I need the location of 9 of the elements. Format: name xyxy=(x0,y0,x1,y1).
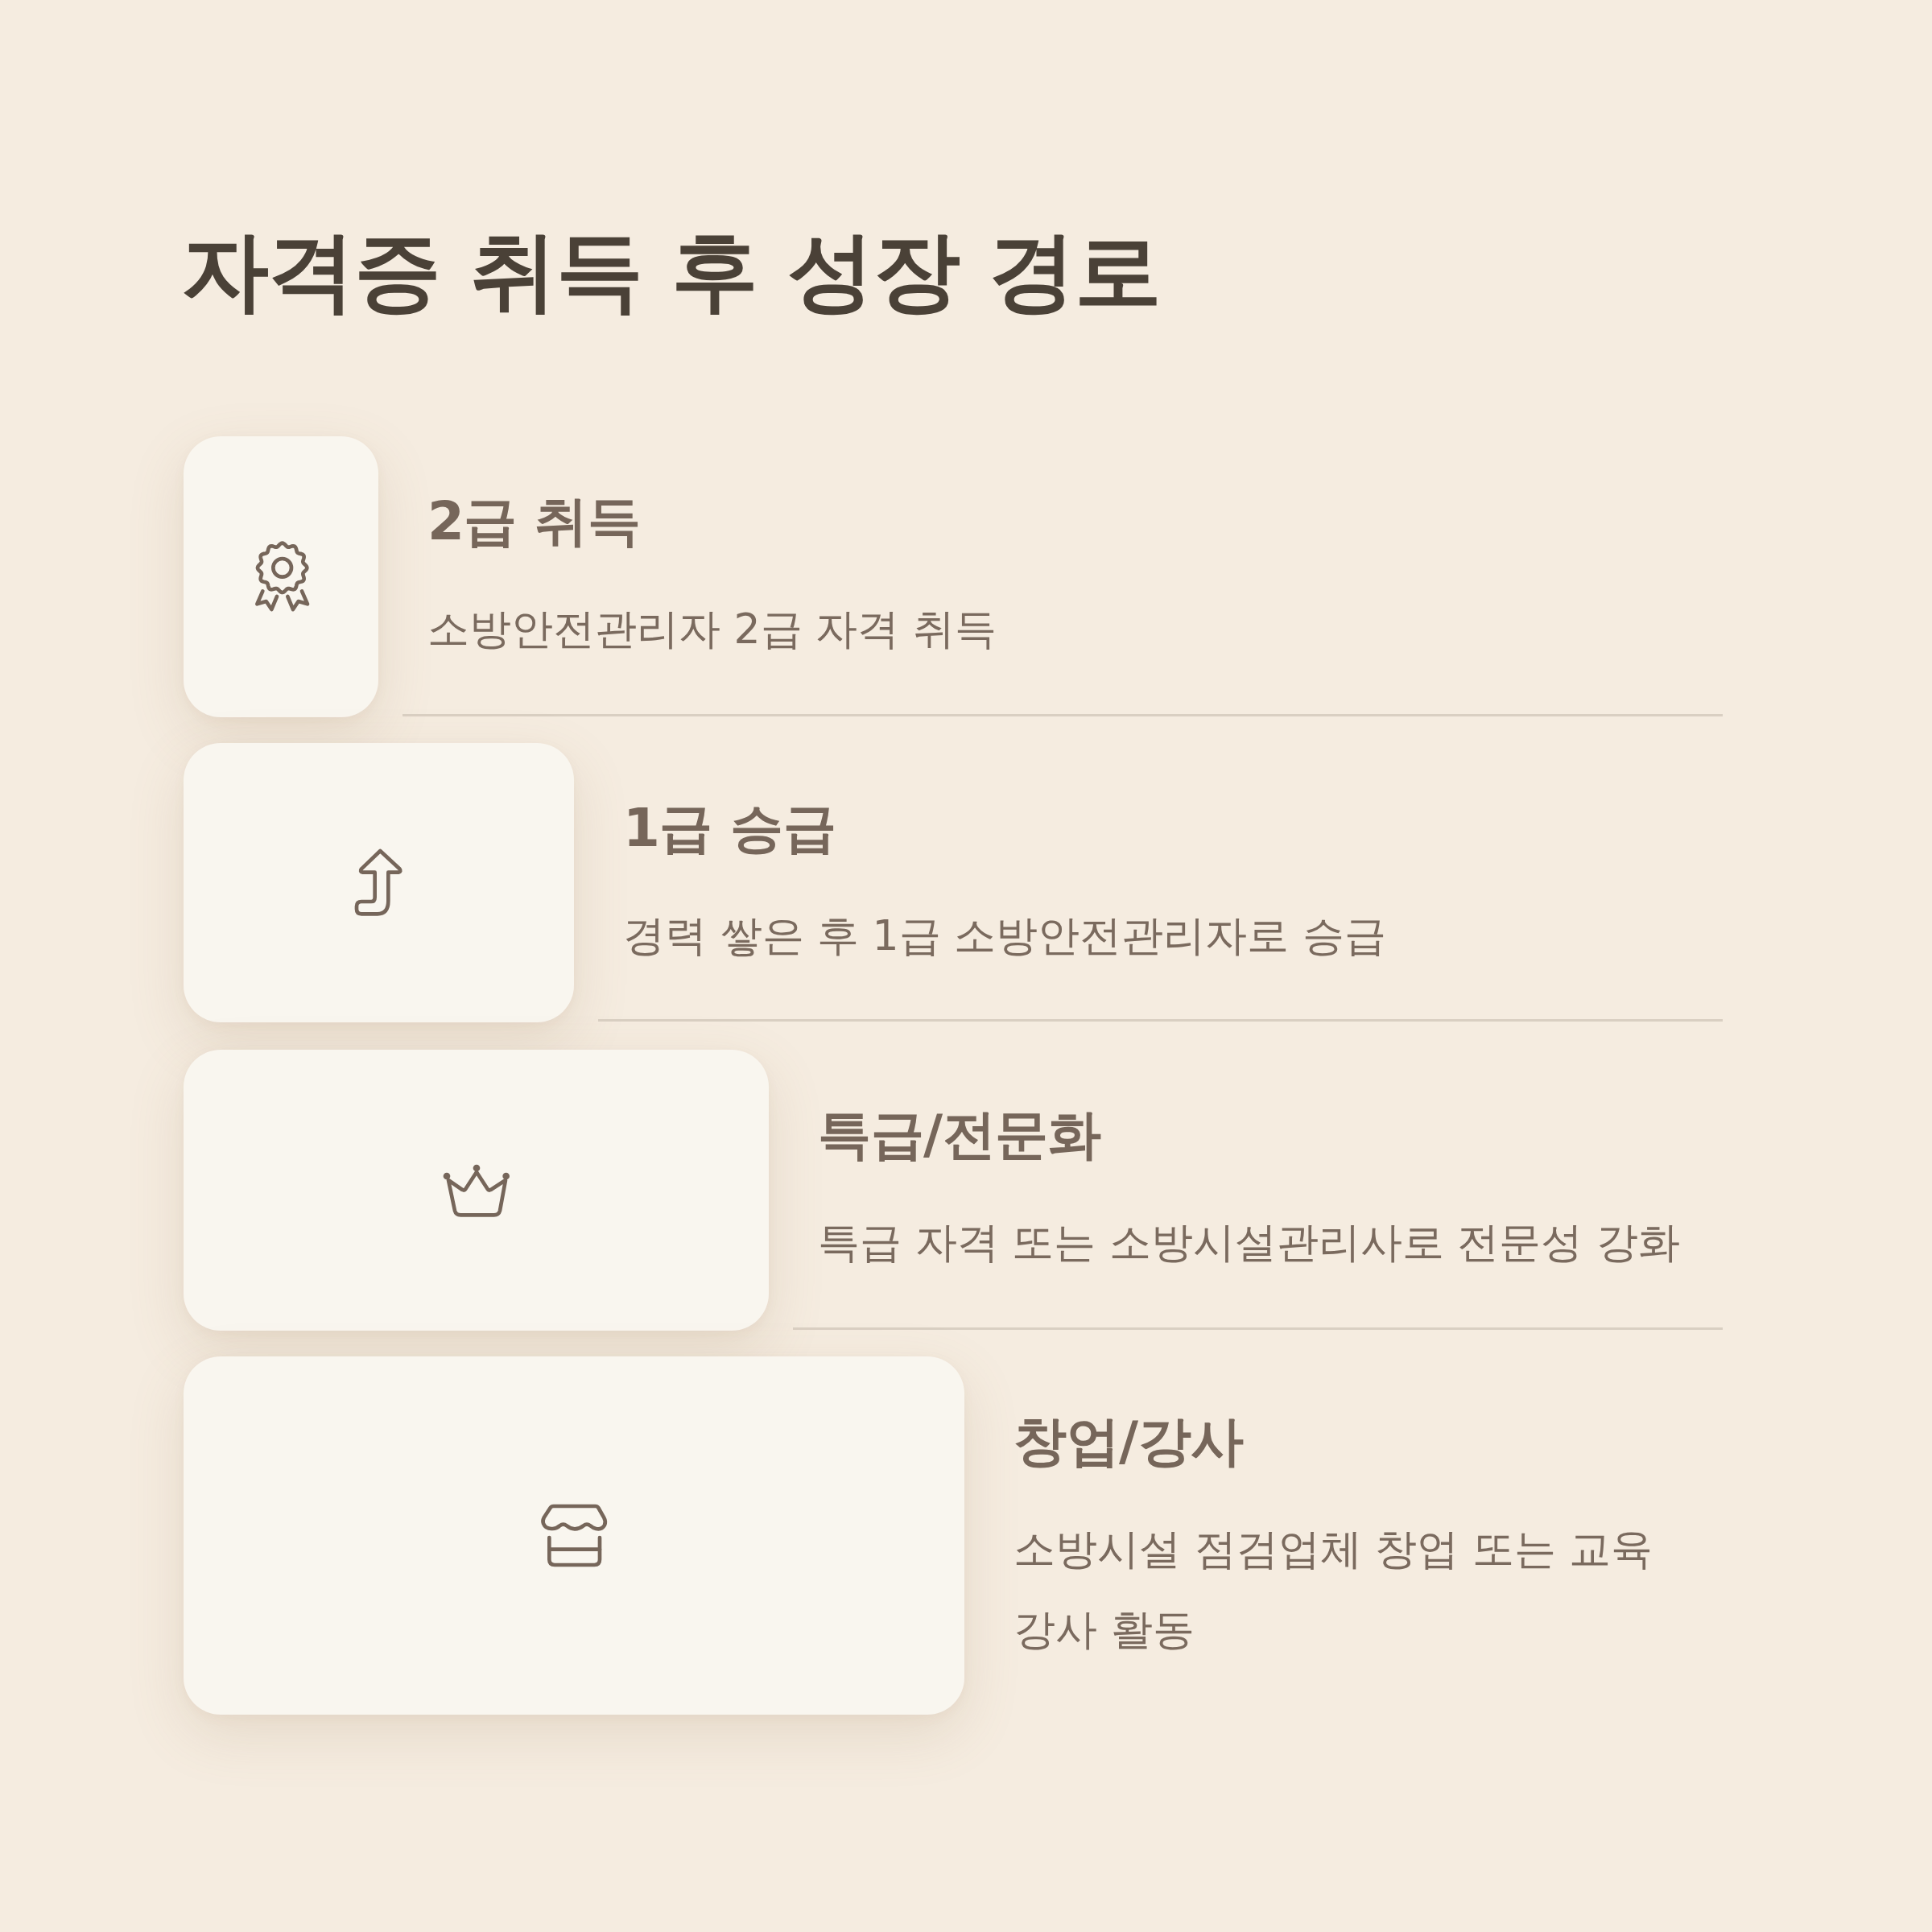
step-heading: 특급/전문화 xyxy=(818,1103,1102,1167)
step-description: 소방안전관리자 2급 자격 취득 xyxy=(427,604,997,654)
step-heading: 1급 승급 xyxy=(623,796,837,861)
step-heading: 2급 취득 xyxy=(427,489,642,554)
step-description: 소방시설 점검업체 창업 또는 교육 강사 활동 xyxy=(1013,1524,1654,1655)
page-title: 자격증 취득 후 성장 경로 xyxy=(182,220,1162,323)
step-description: 특급 자격 또는 소방시설관리사로 전문성 강화 xyxy=(818,1217,1681,1268)
step-description: 경력 쌓은 후 1급 소방안전관리자로 승급 xyxy=(623,910,1387,961)
step-heading: 창업/강사 xyxy=(1013,1410,1245,1474)
